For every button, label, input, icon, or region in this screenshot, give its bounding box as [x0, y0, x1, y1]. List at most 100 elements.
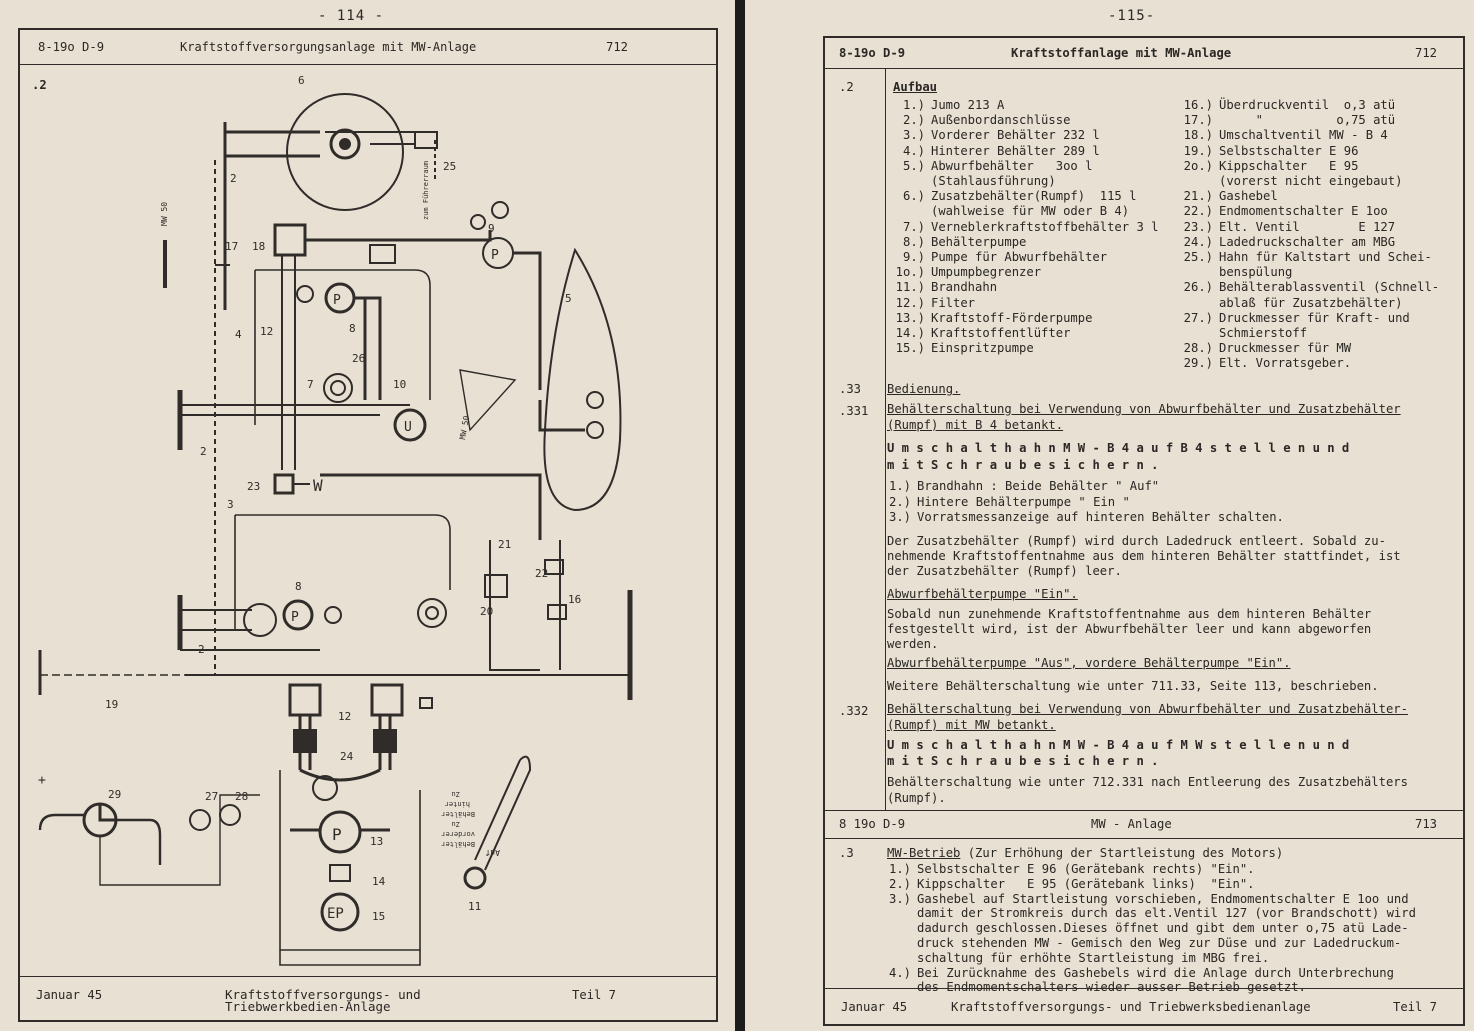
right-page-frame: 8-19o D-9 Kraftstoffanlage mit MW-Anlage…: [823, 36, 1465, 1026]
list-item: 17.) " o,75 atü: [1179, 113, 1395, 128]
svg-text:5: 5: [565, 292, 572, 305]
svg-text:24: 24: [340, 750, 354, 763]
svg-text:+: +: [38, 773, 46, 788]
list-item: 23.)Elt. Ventil E 127: [1179, 220, 1395, 235]
section-331-para-6: werden.: [887, 637, 939, 651]
svg-text:2: 2: [230, 172, 237, 185]
svg-text:17: 17: [225, 240, 238, 253]
list-item-number: 3.): [888, 510, 911, 524]
list-item: 2.)Hintere Behälterpumpe " Ein ": [887, 495, 1130, 511]
svg-text:18: 18: [252, 240, 265, 253]
list-item: 11.)Brandhahn: [891, 280, 997, 295]
svg-text:U: U: [404, 420, 412, 435]
left-footer-date: Januar 45: [36, 988, 103, 1002]
section-331-heading-1: Behälterschaltung bei Verwendung von Abw…: [887, 402, 1401, 416]
list-item-number: 21.): [1183, 189, 1213, 204]
left-header-number: 712: [606, 40, 629, 54]
list-item-text: Hintere Behälterpumpe " Ein ": [917, 494, 1130, 509]
right-header-number: 712: [1415, 46, 1438, 60]
list-item-number: 2.): [888, 876, 911, 891]
section-331-spaced-1: U m s c h a l t h a h n M W - B 4 a u f …: [887, 441, 1350, 455]
list-item-text: Hahn für Kaltstart und Schei-: [1219, 250, 1432, 264]
svg-text:EP: EP: [327, 906, 344, 922]
list-item: 8.)Behälterpumpe: [891, 235, 1026, 250]
svg-text:10: 10: [393, 378, 406, 391]
list-item-number: 4.): [902, 143, 925, 158]
list-item: 16.) Überdruckventil o,3 atü: [1179, 98, 1395, 113]
list-item: 26.)Behälterablassventil (Schnell-: [1179, 280, 1439, 295]
section-3-heading: MW-Betrieb (Zur Erhöhung der Startleistu…: [887, 846, 1284, 860]
section-332-para-1: Behälterschaltung wie unter 712.331 nach…: [887, 775, 1408, 789]
list-item: 1.)Jumo 213 A: [891, 98, 1004, 113]
list-item-text: Hinterer Behälter 289 l: [931, 143, 1100, 158]
header-713-number: 713: [1415, 817, 1438, 831]
list-item: 14.)Kraftstoffentlüfter: [891, 326, 1071, 341]
list-item: Schmierstoff: [1179, 326, 1307, 341]
list-item-number: 3.): [888, 891, 911, 906]
list-item: 28.)Druckmesser für MW: [1179, 341, 1351, 356]
label-inset-4: Zu: [452, 820, 460, 828]
section-332-para-2: (Rumpf).: [887, 791, 946, 805]
list-item: 6.)Zusatzbehälter(Rumpf) 115 l: [891, 189, 1136, 204]
list-item-text: Vorderer Behälter 232 l: [931, 128, 1100, 143]
svg-text:12: 12: [260, 325, 273, 338]
list-item-number: 6.): [902, 189, 925, 204]
label-auf: Auf: [485, 848, 500, 857]
list-item: 12.)Filter: [891, 296, 975, 311]
section-331-para-7: Weitere Behälterschaltung wie unter 711.…: [887, 679, 1379, 693]
list-item-number: 8.): [902, 234, 925, 249]
list-item-number: 16.): [1183, 98, 1213, 112]
list-item-number: 27.): [1183, 310, 1213, 325]
list-item: 3.)Gashebel auf Startleistung vorschiebe…: [887, 892, 1416, 966]
svg-text:7: 7: [307, 378, 314, 391]
list-item-number: 5.): [902, 158, 925, 173]
list-item: 19.)Selbstschalter E 96: [1179, 143, 1359, 159]
list-item-number: 14.): [895, 326, 925, 340]
list-item: ablaß für Zusatzbehälter): [1179, 296, 1402, 311]
right-footer-caption: Kraftstoffversorgungs- und Triebwerksbed…: [951, 1000, 1311, 1014]
list-item-text: Abwurfbehälter 3oo l: [931, 158, 1093, 173]
label-zum-fuehrerraum: zum Führerraum: [422, 161, 430, 220]
list-item-number: 22.): [1183, 204, 1213, 219]
list-item-number: 15.): [895, 341, 925, 356]
list-item-number: 19.): [1183, 143, 1213, 158]
list-item-text: Kraftstoff-Förderpumpe: [931, 310, 1093, 325]
list-item-number: 2.): [902, 113, 925, 128]
label-inset-5: vorderer: [441, 830, 475, 838]
label-mw50-gauge: MW 50: [458, 415, 471, 440]
list-item-text: (wahlweise für MW oder B 4): [931, 204, 1130, 219]
right-header-code: 8-19o D-9: [839, 46, 906, 60]
left-page: - 114 - 8-19o D-9 Kraftstoffversorgungsa…: [0, 0, 735, 1031]
list-item-number: 13.): [895, 310, 925, 325]
svg-text:8: 8: [295, 580, 302, 593]
list-item-number: 24.): [1183, 234, 1213, 249]
svg-text:23: 23: [247, 480, 260, 493]
fuel-system-schematic: P P U W P: [38, 74, 633, 966]
section-331-spaced-2: m i t S c h r a u b e s i c h e r n .: [887, 458, 1159, 472]
list-item-text: dadurch geschlossen.Dieses öffnet und gi…: [917, 921, 1409, 936]
list-item-text: Gashebel: [1219, 189, 1278, 204]
list-item-number: 26.): [1183, 280, 1213, 295]
list-item-number: 1.): [888, 862, 911, 876]
list-item-number: 4.): [888, 965, 911, 980]
list-item: 1.)Selbstschalter E 96 (Gerätebank recht…: [887, 862, 1255, 877]
list-item-text: Jumo 213 A: [931, 98, 1005, 112]
svg-text:26: 26: [352, 352, 365, 365]
list-item-text: Überdruckventil o,3 atü: [1219, 98, 1396, 112]
list-item-text: des Endmomentschalters wieder ausser Bet…: [917, 980, 1306, 995]
list-item-text: (vorerst nicht eingebaut): [1219, 174, 1403, 188]
label-inset-6: Behälter: [441, 840, 475, 848]
left-footer-part: Teil 7: [572, 988, 617, 1002]
list-item-text: damit der Stromkreis durch das elt.Venti…: [917, 906, 1416, 921]
section-33-marker: .33: [839, 382, 862, 396]
right-footer-part: Teil 7: [1393, 1000, 1438, 1014]
list-item-number: 7.): [902, 219, 925, 234]
svg-text:11: 11: [468, 900, 481, 913]
list-item-text: Druckmesser für MW: [1219, 341, 1352, 356]
label-inset-3: Behälter: [441, 810, 475, 818]
list-item-number: 3.): [902, 128, 925, 143]
svg-text:15: 15: [372, 910, 385, 923]
section-332-heading-1: Behälterschaltung bei Verwendung von Abw…: [887, 702, 1408, 716]
list-item: 9.)Pumpe für Abwurfbehälter: [891, 250, 1107, 265]
svg-text:25: 25: [443, 160, 456, 173]
